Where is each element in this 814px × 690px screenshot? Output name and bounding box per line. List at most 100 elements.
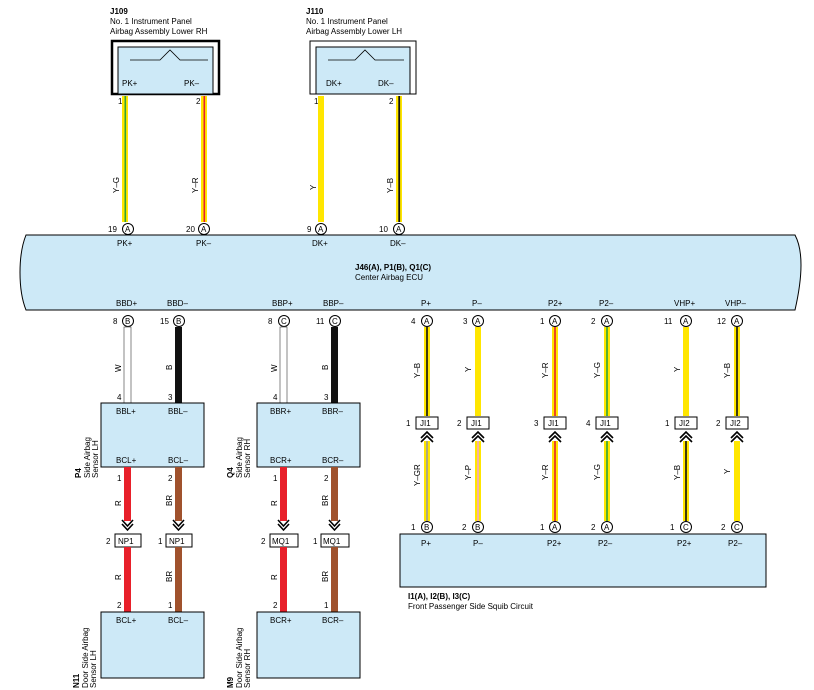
svg-text:VHP+: VHP+ [674, 299, 695, 308]
svg-text:Y–B: Y–B [673, 465, 682, 480]
svg-text:C: C [683, 523, 689, 532]
svg-text:P2–: P2– [599, 299, 614, 308]
connector-j109: J109 No. 1 Instrument Panel Airbag Assem… [110, 7, 221, 96]
svg-text:4: 4 [273, 393, 278, 402]
svg-text:A: A [734, 317, 740, 326]
svg-text:BR: BR [165, 571, 174, 582]
svg-text:2: 2 [324, 474, 329, 483]
svg-text:BR: BR [321, 495, 330, 506]
top-wire-4 [396, 96, 402, 222]
svg-text:3: 3 [168, 393, 173, 402]
svg-text:M9: M9 [226, 676, 235, 688]
svg-text:1: 1 [540, 317, 545, 326]
svg-text:1: 1 [665, 419, 670, 428]
svg-text:BCL–: BCL– [168, 616, 189, 625]
svg-text:R: R [270, 574, 279, 580]
svg-text:P4: P4 [74, 468, 83, 478]
j109-id: J109 [110, 7, 128, 16]
junction-np1: NP1 NP1 2 1 [106, 533, 193, 548]
side-junction-chevrons [121, 519, 341, 532]
svg-text:C: C [332, 317, 338, 326]
svg-text:P+: P+ [421, 539, 431, 548]
svg-text:A: A [552, 317, 558, 326]
svg-text:P–: P– [473, 539, 483, 548]
door-side-airbag-sensor-rh: BCR+ BCR– M9 Door Side Airbag Sensor RH [226, 611, 361, 688]
svg-text:Sensor LH: Sensor LH [91, 440, 100, 478]
svg-text:Y: Y [723, 468, 732, 474]
svg-text:P2+: P2+ [548, 299, 563, 308]
svg-text:3: 3 [534, 419, 539, 428]
svg-text:Door Side Airbag: Door Side Airbag [235, 628, 244, 688]
svg-text:10: 10 [379, 225, 388, 234]
svg-text:BBL–: BBL– [168, 407, 188, 416]
ecu-term-dk-plus: DK+ [312, 239, 328, 248]
svg-text:NP1: NP1 [118, 537, 134, 546]
svg-text:A: A [604, 317, 610, 326]
j109-pin-pk-minus: PK– [184, 79, 200, 88]
svg-text:BBP+: BBP+ [272, 299, 293, 308]
svg-text:Side Airbag: Side Airbag [235, 437, 244, 478]
svg-text:2: 2 [117, 601, 122, 610]
svg-text:1: 1 [117, 474, 122, 483]
svg-text:1: 1 [406, 419, 411, 428]
svg-text:Y–G: Y–G [593, 362, 602, 378]
svg-text:BCR+: BCR+ [270, 456, 292, 465]
ecu-bottom-labels: BBD+ BBD– BBP+ BBP– P+ P– P2+ P2– VHP+ V… [116, 299, 746, 308]
j109-pin-pk-plus: PK+ [122, 79, 138, 88]
svg-text:2: 2 [462, 523, 467, 532]
svg-text:20: 20 [186, 225, 195, 234]
svg-text:Y–G: Y–G [593, 464, 602, 480]
side-airbag-sensor-lh: BBL+ BBL– BCL+ BCL– P4 Side Airbag Senso… [74, 402, 205, 478]
svg-text:BCL+: BCL+ [116, 616, 137, 625]
svg-text:1: 1 [670, 523, 675, 532]
ecu-term-pk-minus: PK– [196, 239, 212, 248]
svg-text:JI2: JI2 [679, 419, 690, 428]
svg-text:Y–B: Y–B [413, 363, 422, 378]
svg-text:2: 2 [106, 537, 111, 546]
svg-text:W: W [270, 364, 279, 372]
svg-text:1: 1 [411, 523, 416, 532]
j110-line1: No. 1 Instrument Panel [306, 17, 388, 26]
svg-text:2: 2 [716, 419, 721, 428]
svg-text:P2+: P2+ [547, 539, 562, 548]
svg-text:2: 2 [261, 537, 266, 546]
svg-text:Sensor RH: Sensor RH [243, 439, 252, 478]
svg-text:P2–: P2– [728, 539, 743, 548]
svg-text:BCR+: BCR+ [270, 616, 292, 625]
svg-text:1: 1 [273, 474, 278, 483]
svg-text:A: A [475, 317, 481, 326]
svg-text:Y–R: Y–R [541, 464, 550, 480]
ecu-subtitle: Center Airbag ECU [355, 273, 423, 282]
svg-text:A: A [552, 523, 558, 532]
squib-upper-wires [424, 327, 740, 416]
squib-title: I1(A), I2(B), I3(C) [408, 592, 471, 601]
svg-text:B: B [475, 523, 480, 532]
svg-text:C: C [281, 317, 287, 326]
svg-text:P+: P+ [421, 299, 431, 308]
j109-line1: No. 1 Instrument Panel [110, 17, 192, 26]
connector-j110: J110 No. 1 Instrument Panel Airbag Assem… [306, 7, 417, 95]
j109-pin-1: 1 [118, 97, 123, 106]
svg-text:2: 2 [273, 601, 278, 610]
svg-text:A: A [683, 317, 689, 326]
svg-text:8: 8 [268, 317, 273, 326]
svg-text:11: 11 [316, 317, 325, 326]
svg-text:3: 3 [324, 393, 329, 402]
j109-pin-2: 2 [196, 97, 201, 106]
svg-text:P2+: P2+ [677, 539, 692, 548]
door-sensor-wires [124, 547, 338, 612]
side-sensor-output-wires [124, 467, 338, 521]
svg-text:NP1: NP1 [169, 537, 185, 546]
svg-text:A: A [396, 225, 402, 234]
j110-pin-2: 2 [389, 97, 394, 106]
svg-text:MQ1: MQ1 [323, 537, 341, 546]
svg-text:R: R [114, 500, 123, 506]
svg-text:VHP–: VHP– [725, 299, 746, 308]
ecu-term-pk-plus: PK+ [117, 239, 133, 248]
svg-text:2: 2 [721, 523, 726, 532]
front-passenger-squib-circuit: P+ P– P2+ P2– P2+ P2– I1(A), I2(B), I3(C… [399, 533, 767, 611]
j110-line2: Airbag Assembly Lower LH [306, 27, 402, 36]
svg-text:A: A [424, 317, 430, 326]
svg-text:1: 1 [540, 523, 545, 532]
j110-pin-dk-minus: DK– [378, 79, 394, 88]
